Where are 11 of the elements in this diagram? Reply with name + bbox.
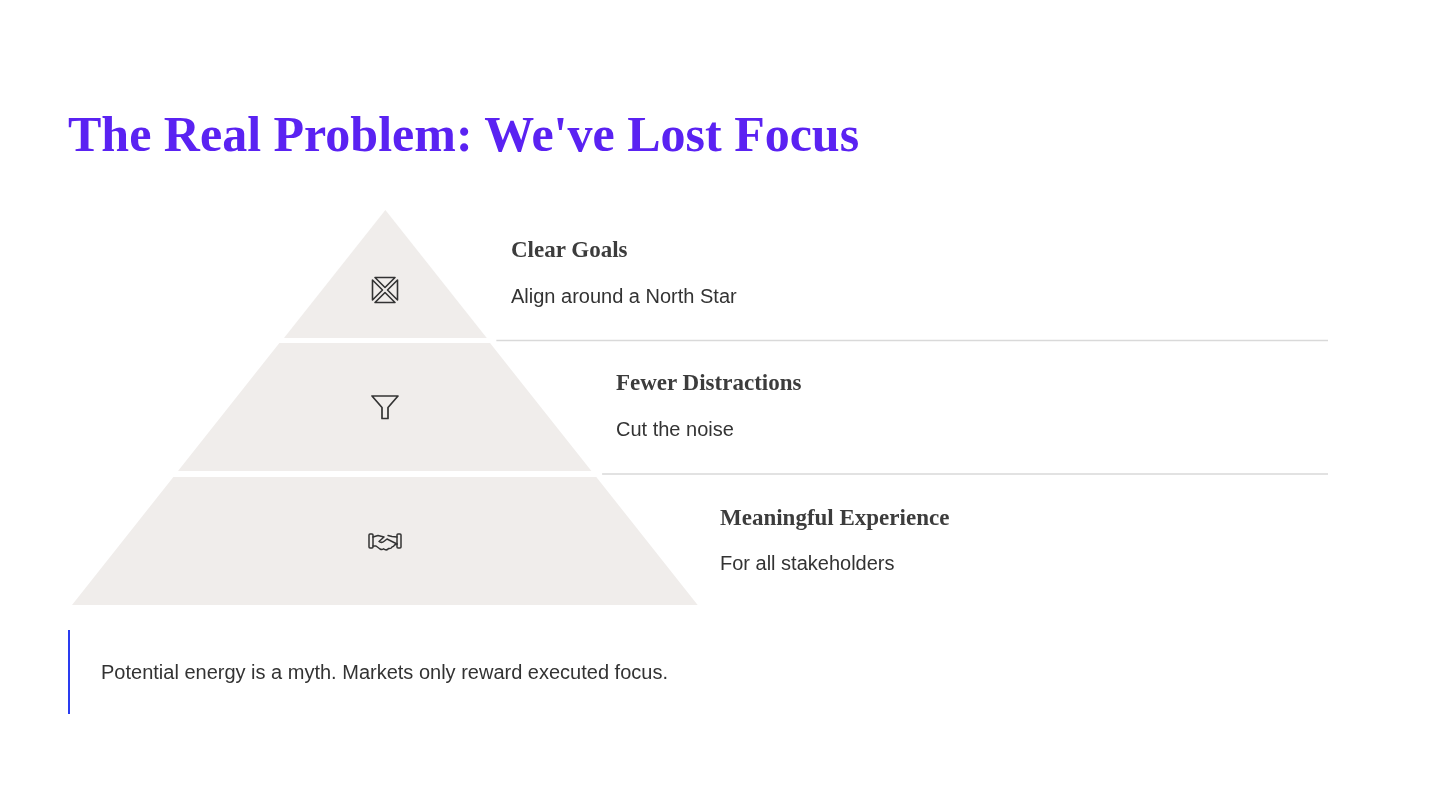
pyramid-tier [72, 477, 698, 605]
tier-description: Cut the noise [616, 417, 734, 442]
tier-description: Align around a North Star [511, 284, 737, 309]
pull-quote: Potential energy is a myth. Markets only reward executed focus. [68, 630, 668, 714]
tier-heading: Meaningful Experience [720, 504, 950, 532]
tier-heading: Clear Goals [511, 236, 628, 264]
pyramid-tier [283, 210, 487, 338]
tier-heading: Fewer Distractions [616, 369, 802, 397]
tier-description: For all stakeholders [720, 551, 895, 576]
slide-title: The Real Problem: We've Lost Focus [68, 105, 860, 164]
pyramid-tier [178, 343, 592, 471]
